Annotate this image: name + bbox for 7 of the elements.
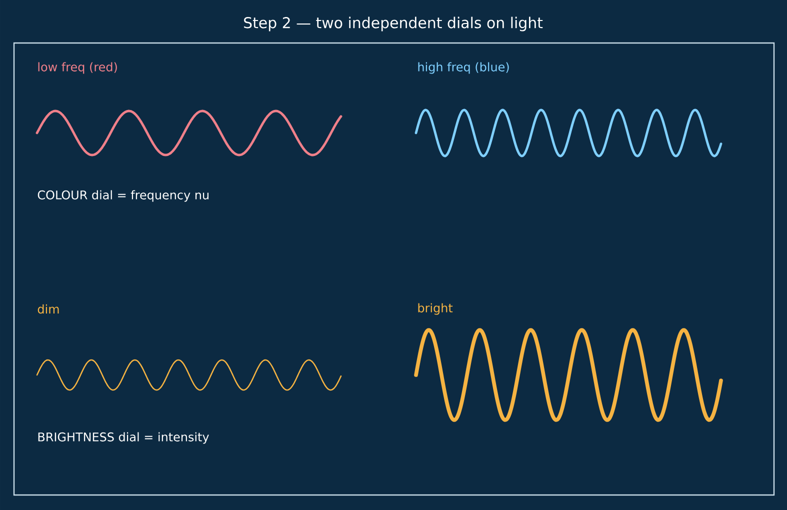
title: Step 2 — two independent dials on light bbox=[244, 16, 543, 32]
wave-label: COLOUR dial = frequency nu bbox=[38, 190, 208, 202]
wave-label: bright bbox=[418, 303, 453, 315]
wave-label: high freq (blue) bbox=[418, 62, 509, 74]
wave-label: dim bbox=[38, 304, 59, 314]
wave-label: BRIGHTNESS dial = intensity bbox=[38, 432, 209, 444]
wave-label: low freq (red) bbox=[38, 62, 117, 74]
